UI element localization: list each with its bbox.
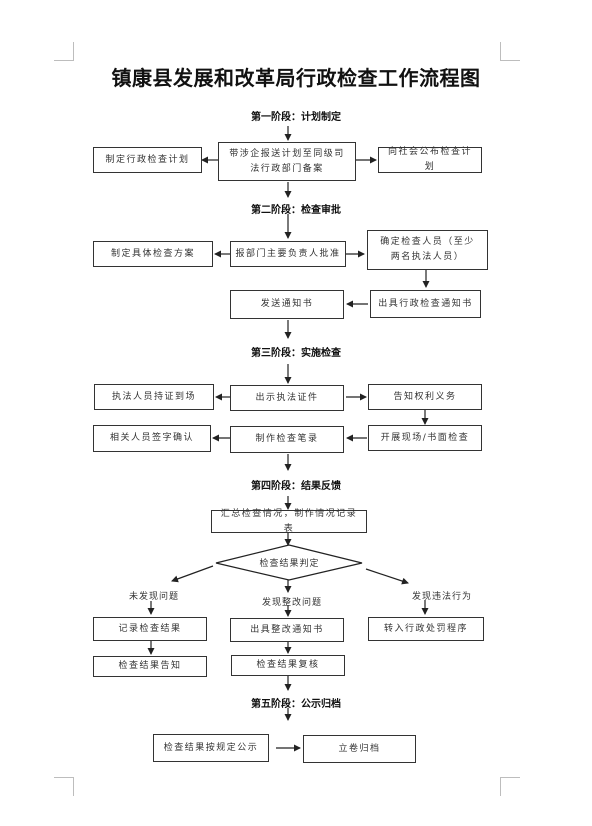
node-review-result: 检查结果复核 [231,655,345,676]
crop-mark-top-right [500,60,520,61]
node-transfer-penalty: 转入行政处罚程序 [368,617,484,641]
node-onsite-check: 开展现场/书面检查 [368,425,482,451]
stage-4-heading: 第四阶段：结果反馈 [251,481,341,492]
stage-1-heading: 第一阶段：计划制定 [251,112,341,123]
node-make-record: 制作检查笔录 [230,426,344,453]
judge-diamond [215,544,363,581]
crop-mark-bottom-right [500,777,520,778]
node-judge-label: 检查结果判定 [259,559,320,569]
node-make-plan: 制定行政检查计划 [93,147,202,173]
crop-mark-bottom-left [54,777,74,778]
node-publish-plan: 向社会公布检查计划 [378,147,482,173]
crop-mark-bottom-right-v [500,777,501,796]
crop-mark-top-right-v [500,42,501,61]
node-approve: 报部门主要负责人批准 [230,241,346,267]
node-archive: 立卷归档 [303,735,416,763]
stage-3-heading: 第三阶段：实施检查 [251,348,341,359]
node-issue-rectify: 出具整改通知书 [230,618,344,642]
arrow-judge-left [171,565,214,583]
crop-mark-top-left [54,60,74,61]
node-assign-staff: 确定检查人员（至少两名执法人员） [367,230,488,270]
stage-5-heading: 第五阶段：公示归档 [251,699,341,710]
stage-2-heading: 第二阶段：检查审批 [251,205,341,216]
page-title: 镇康县发展和改革局行政检查工作流程图 [111,66,481,90]
node-publicize: 检查结果按规定公示 [153,734,269,762]
arrow-judge-right [365,568,409,585]
branch-none-found: 未发现问题 [129,592,180,602]
node-report-plan: 带涉企报送计划至同级司法行政部门备案 [218,142,356,181]
node-summarize: 汇总检查情况，制作情况记录表 [211,509,367,534]
node-arrive: 执法人员持证到场 [94,384,214,410]
crop-mark-bottom-left-v [73,777,74,796]
node-sign-confirm: 相关人员签字确认 [93,425,211,452]
node-notify-result: 检查结果告知 [93,656,207,677]
node-make-scheme: 制定具体检查方案 [93,241,213,267]
node-show-cert: 出示执法证件 [230,385,344,411]
node-issue-notice: 出具行政检查通知书 [370,290,481,318]
node-inform-rights: 告知权利义务 [368,384,482,410]
node-send-notice: 发送通知书 [230,290,344,319]
branch-rectify-found: 发现整改问题 [262,598,323,608]
crop-mark-top-left-v [73,42,74,61]
branch-violation-found: 发现违法行为 [412,592,473,602]
node-record-result: 记录检查结果 [93,617,207,641]
